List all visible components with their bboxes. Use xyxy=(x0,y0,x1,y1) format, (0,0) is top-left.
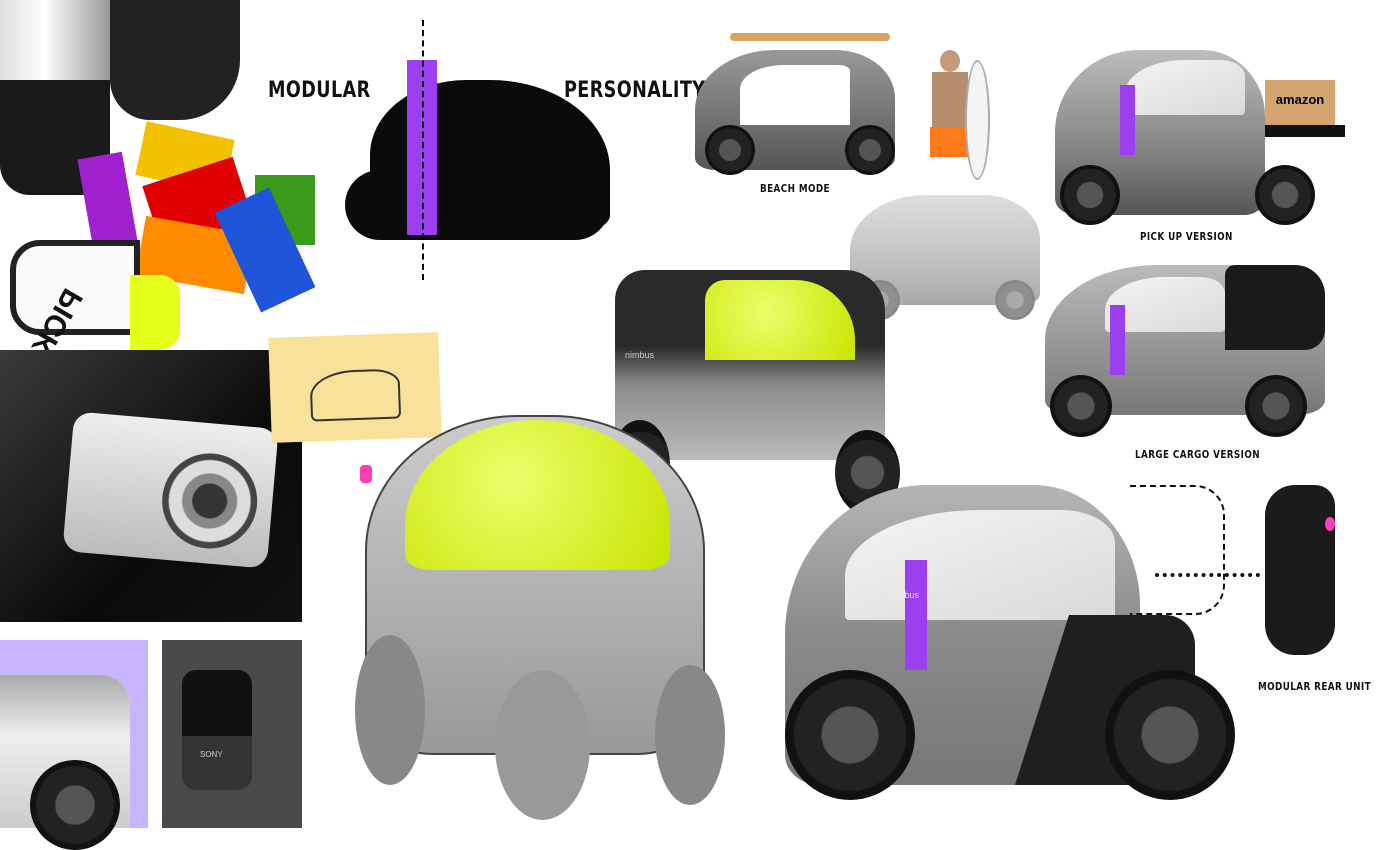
car-reference-photo xyxy=(0,640,148,850)
heading-personality: PERSONALITY xyxy=(564,78,706,103)
lego-bricks-photo xyxy=(77,121,325,313)
caption-pickup-version: PICK UP VERSION xyxy=(1140,230,1233,243)
beach-mode-vehicle xyxy=(690,25,910,175)
interior-view-vehicle xyxy=(850,195,1040,325)
main-side-view-vehicle: nimbus xyxy=(785,485,1245,810)
cargo-box-brand: amazon xyxy=(1275,92,1325,107)
speaker-product-photo xyxy=(0,0,110,195)
modular-rear-unit xyxy=(1265,485,1335,655)
caption-beach-mode: BEACH MODE xyxy=(760,182,830,195)
large-cargo-vehicle xyxy=(1045,265,1330,440)
headphones-photo xyxy=(110,0,240,120)
caption-large-cargo-version: LARGE CARGO VERSION xyxy=(1135,448,1260,461)
camera-product-photo xyxy=(0,350,302,622)
heading-modular: MODULAR xyxy=(268,78,371,103)
caption-modular-rear-unit: MODULAR REAR UNIT xyxy=(1258,680,1371,693)
pickup-version-vehicle: amazon xyxy=(1055,45,1345,225)
surfer-figure xyxy=(920,50,990,200)
speaker-brand-text: SONY xyxy=(200,750,223,759)
nimbus-badge-side: nimbus xyxy=(890,590,920,600)
front-sketch-vehicle xyxy=(355,405,725,820)
amazon-cargo-box: amazon xyxy=(1265,80,1335,125)
connector-dotted-line xyxy=(1155,573,1260,577)
nimbus-badge: nimbus xyxy=(625,350,655,360)
silhouette-vehicle xyxy=(345,20,610,280)
tool-product-photo: PICKAN xyxy=(0,230,180,400)
speaker-dock-photo: SONY xyxy=(162,640,302,828)
